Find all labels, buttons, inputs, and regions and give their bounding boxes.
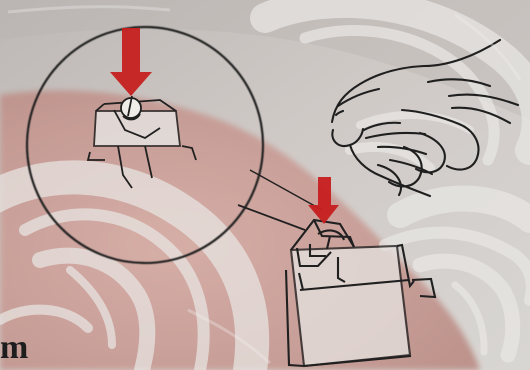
corner-text: m [0,331,27,365]
